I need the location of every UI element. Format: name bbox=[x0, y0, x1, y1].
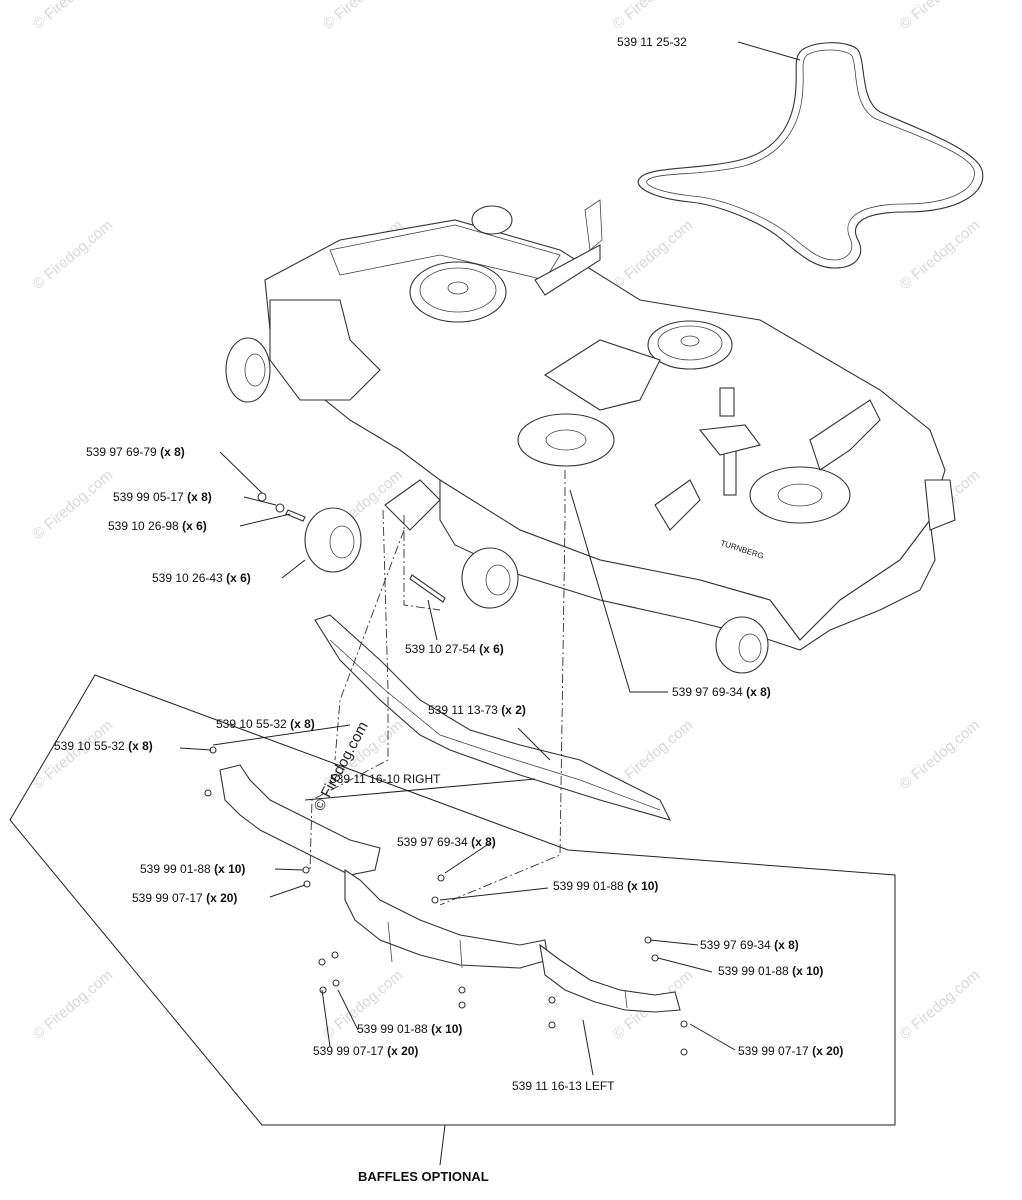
leader-lines bbox=[179, 41, 801, 1166]
callout-washer-d: 539 99 01-88 (x 10) bbox=[718, 964, 823, 978]
caption-baffles-optional: BAFFLES OPTIONAL bbox=[358, 1169, 489, 1184]
callout-washer-b: 539 99 01-88 (x 10) bbox=[140, 862, 245, 876]
watermark-text: © Firedog.com bbox=[30, 717, 116, 793]
callout-washer-e: 539 99 01-88 (x 10) bbox=[357, 1022, 462, 1036]
wheel-hardware bbox=[257, 492, 446, 603]
callout-washer-a: 539 97 69-79 (x 8) bbox=[86, 445, 185, 459]
callout-washer-c: 539 99 01-88 (x 10) bbox=[553, 879, 658, 893]
watermark-text: © Firedog.com bbox=[897, 0, 983, 33]
callout-bolt-d: 539 97 69-34 (x 8) bbox=[700, 938, 799, 952]
watermark-text: © Firedog.com bbox=[610, 217, 696, 293]
watermark-text: © Firedog.com bbox=[897, 717, 983, 793]
callout-baffle-bracket: 539 11 13-73 (x 2) bbox=[428, 703, 526, 717]
callout-baffle-left: 539 11 16-13 LEFT bbox=[512, 1079, 615, 1093]
callout-nut-c: 539 99 07-17 (x 20) bbox=[313, 1044, 418, 1058]
center-watermark: © Firedog.com bbox=[311, 719, 372, 814]
alignment-lines bbox=[309, 470, 566, 906]
watermark-text: © Firedog.com bbox=[30, 0, 116, 33]
callout-nut-a: 539 99 05-17 (x 8) bbox=[113, 490, 212, 504]
watermark-text: © Firedog.com bbox=[30, 217, 116, 293]
baffle-fasteners bbox=[204, 746, 688, 1056]
watermark-text: © Firedog.com bbox=[320, 0, 406, 33]
callout-nut-d: 539 99 07-17 (x 20) bbox=[738, 1044, 843, 1058]
drive-belt bbox=[637, 42, 984, 269]
callout-pin: 539 10 27-54 (x 6) bbox=[405, 642, 504, 656]
baffle-left-shape bbox=[539, 943, 681, 1013]
watermark-text: © Firedog.com bbox=[897, 967, 983, 1043]
callout-baffle-right: 539 11 16-10 RIGHT bbox=[330, 772, 441, 786]
callout-belt: 539 11 25-32 bbox=[617, 35, 687, 49]
callout-bolt-a: 539 10 26-98 (x 6) bbox=[108, 519, 207, 533]
callout-nut-b: 539 99 07-17 (x 20) bbox=[132, 891, 237, 905]
callout-bolt-c: 539 97 69-34 (x 8) bbox=[397, 835, 496, 849]
callout-bracket-bolt-left: 539 10 55-32 (x 8) bbox=[54, 739, 153, 753]
watermark-text: © Firedog.com bbox=[610, 0, 696, 33]
watermark-text: © Firedog.com bbox=[30, 467, 116, 543]
baffles-outline bbox=[9, 674, 896, 1126]
caster-wheels bbox=[225, 205, 769, 674]
callout-wheel: 539 10 26-43 (x 6) bbox=[152, 571, 251, 585]
watermark-text: © Firedog.com bbox=[897, 217, 983, 293]
mower-deck: TURNBERG bbox=[264, 199, 956, 651]
baffle-bracket bbox=[314, 614, 672, 821]
callout-bracket-bolt: 539 10 55-32 (x 8) bbox=[216, 717, 315, 731]
watermark-text: © Firedog.com bbox=[30, 967, 116, 1043]
baffle-right-shape bbox=[219, 764, 549, 969]
callout-bolt-b: 539 97 69-34 (x 8) bbox=[672, 685, 771, 699]
